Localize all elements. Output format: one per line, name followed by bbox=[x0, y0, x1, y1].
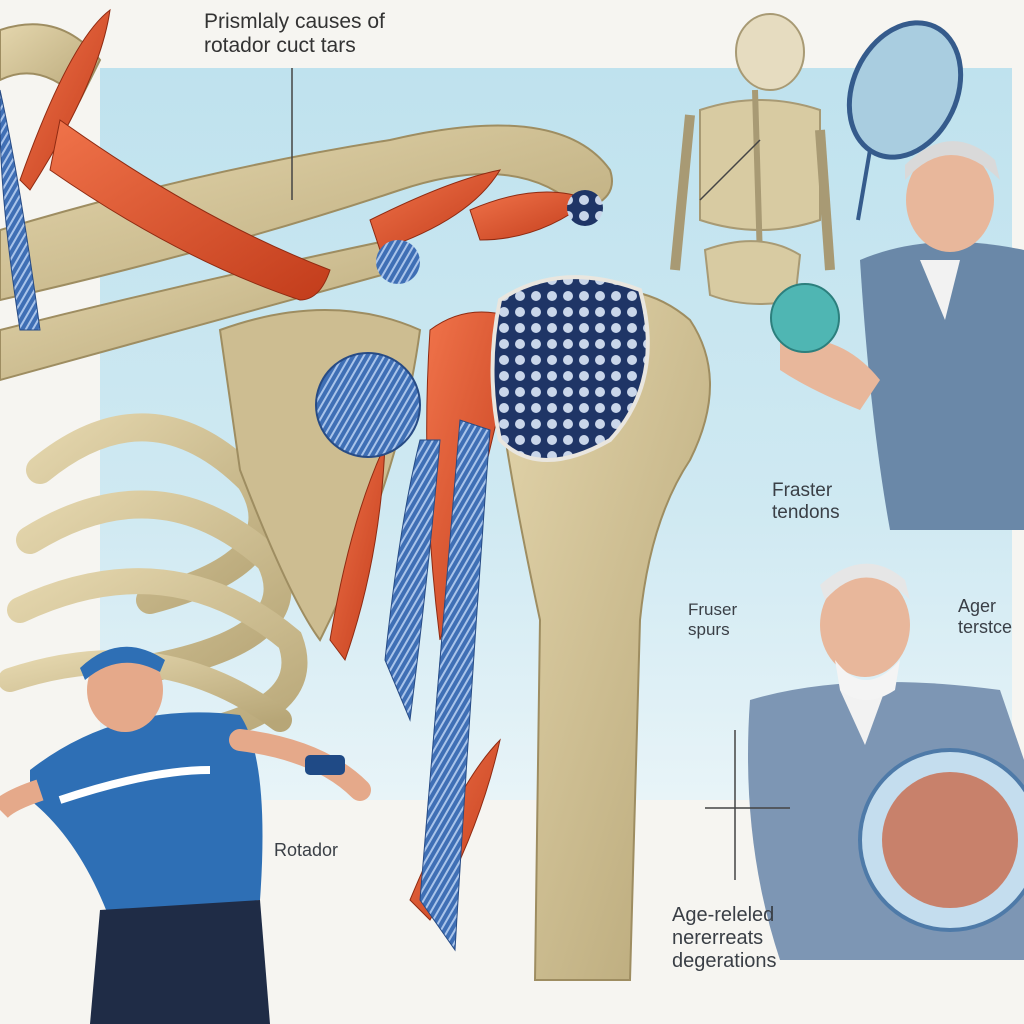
humerus bbox=[498, 289, 711, 981]
skeleton-figure bbox=[670, 13, 835, 305]
leader-lines bbox=[291, 68, 790, 880]
elderly-man-bottom bbox=[748, 563, 1024, 960]
label-age-top: Ager terstce bbox=[958, 596, 1013, 637]
yarn-ball bbox=[315, 352, 421, 458]
small-sphere bbox=[376, 240, 420, 284]
page-title: Prismlaly causes of rotador cuct tars bbox=[204, 10, 385, 58]
label-degenerations: Age-releled nererreats degerations bbox=[672, 904, 777, 972]
humeral-head bbox=[490, 275, 650, 462]
label-spurs: Fruser spurs bbox=[688, 600, 738, 639]
label-rotador: Rotador bbox=[274, 840, 339, 860]
tennis-player bbox=[0, 646, 371, 1024]
tendon-bundle bbox=[0, 89, 491, 952]
elderly-man-top bbox=[770, 141, 1024, 530]
ball-teal bbox=[770, 283, 840, 353]
tennis-racket bbox=[846, 20, 964, 221]
small-sphere bbox=[567, 190, 603, 226]
rib bbox=[16, 490, 292, 684]
label-tendons: Fraster tendons bbox=[772, 480, 840, 523]
